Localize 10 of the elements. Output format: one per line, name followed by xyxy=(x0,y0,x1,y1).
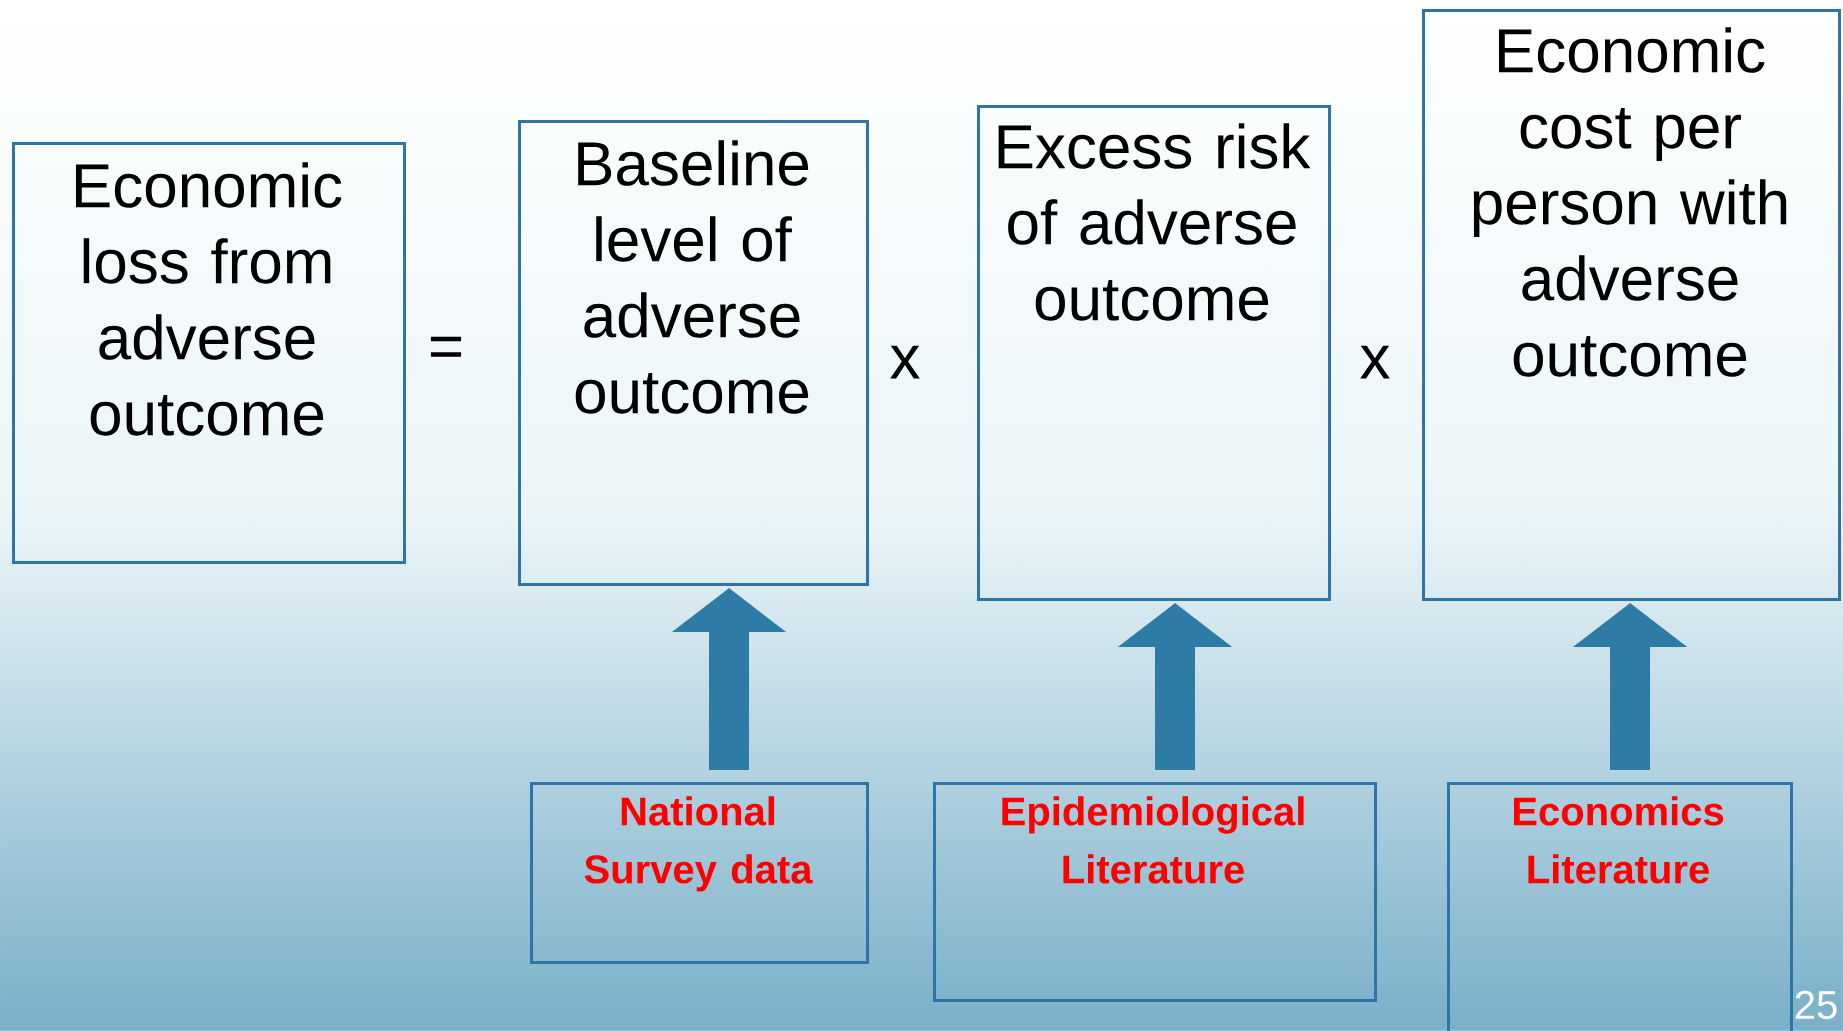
operator-sign: x xyxy=(890,345,920,379)
formula-box: Excess risk of adverse outcome xyxy=(977,105,1331,601)
operator-sign: x xyxy=(1360,345,1390,379)
source-box: Economics Literature xyxy=(1447,782,1793,1031)
formula-box: Baseline level of adverse outcome xyxy=(518,120,869,586)
source-box: National Survey data xyxy=(530,782,869,964)
formula-box: Economic cost per person with adverse outcome xyxy=(1422,9,1842,601)
source-box: Epidemiological Literature xyxy=(933,782,1377,1002)
operator-sign: = xyxy=(430,336,462,357)
formula-box: Economic loss from adverse outcome xyxy=(12,142,406,564)
